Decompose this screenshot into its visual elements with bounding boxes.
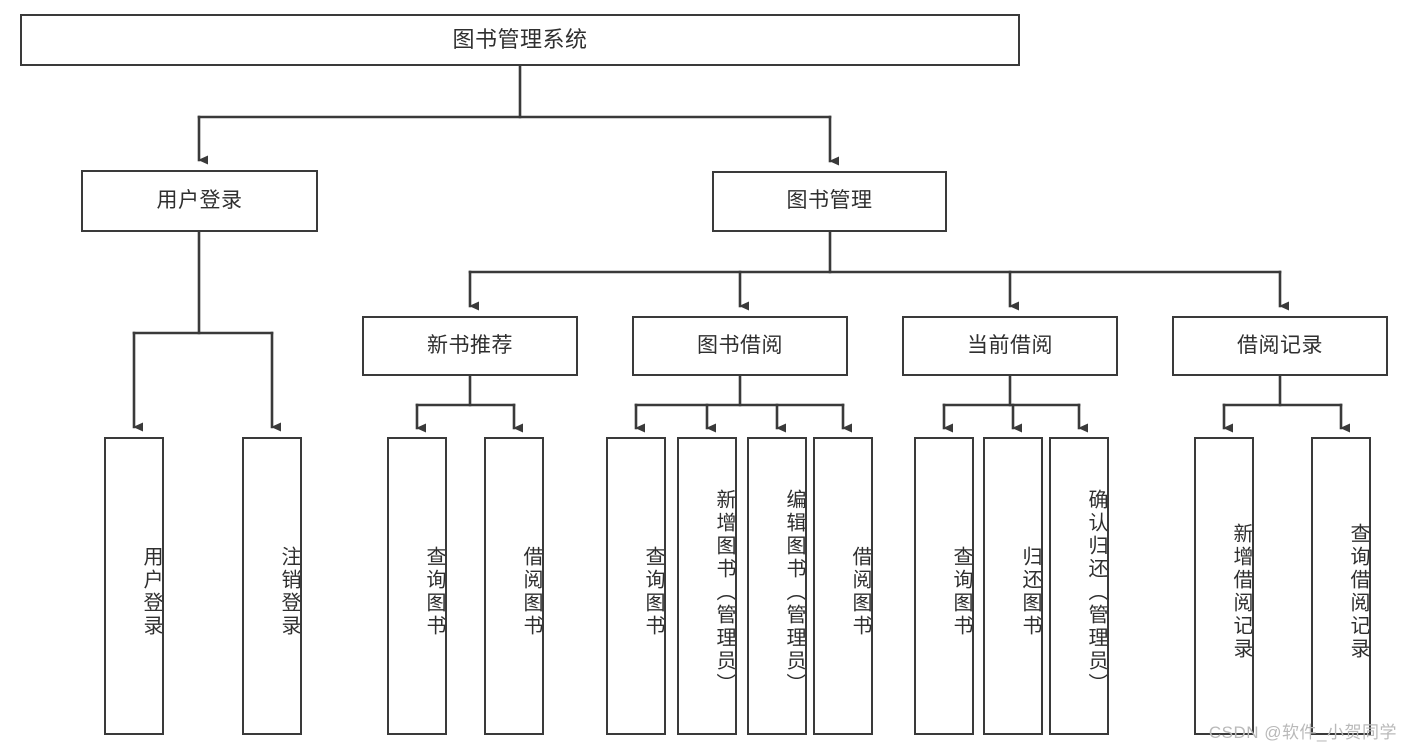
leaf-borrow-record-2[interactable]: 查询借阅记录 xyxy=(1311,437,1371,735)
node-label: 用户登录 xyxy=(140,546,162,638)
node-user-login[interactable]: 用户登录 xyxy=(81,170,318,232)
leaf-current-borrow-3[interactable]: 确认归还（管理员） xyxy=(1049,437,1109,735)
node-label: 新书推荐 xyxy=(427,333,513,357)
leaf-current-borrow-2[interactable]: 归还图书 xyxy=(983,437,1043,735)
leaf-new-book-1[interactable]: 查询图书 xyxy=(387,437,447,735)
leaf-current-borrow-1[interactable]: 查询图书 xyxy=(914,437,974,735)
node-label: 查询图书 xyxy=(423,546,445,638)
leaf-book-borrow-2[interactable]: 新增图书（管理员） xyxy=(677,437,737,735)
csdn-watermark: CSDN @软件_小贺同学 xyxy=(1208,723,1397,742)
node-label: 查询图书 xyxy=(642,546,664,638)
node-label: 注销登录 xyxy=(278,546,300,638)
node-label: 确认归还（管理员） xyxy=(1085,488,1107,696)
node-book-management[interactable]: 图书管理 xyxy=(712,171,947,232)
node-borrow-record[interactable]: 借阅记录 xyxy=(1172,316,1388,376)
leaf-new-book-2[interactable]: 借阅图书 xyxy=(484,437,544,735)
leaf-book-borrow-1[interactable]: 查询图书 xyxy=(606,437,666,735)
leaf-borrow-record-1[interactable]: 新增借阅记录 xyxy=(1194,437,1254,735)
node-new-book-recommend[interactable]: 新书推荐 xyxy=(362,316,578,376)
node-label: 归还图书 xyxy=(1019,546,1041,638)
node-label: 用户登录 xyxy=(156,188,243,212)
node-current-borrow[interactable]: 当前借阅 xyxy=(902,316,1118,376)
node-label: 图书借阅 xyxy=(697,333,783,357)
leaf-book-borrow-3[interactable]: 编辑图书（管理员） xyxy=(747,437,807,735)
node-label: 借阅图书 xyxy=(520,546,542,638)
node-label: 图书管理系统 xyxy=(452,27,588,53)
node-label: 图书管理 xyxy=(786,189,873,213)
node-label: 新增借阅记录 xyxy=(1230,523,1252,661)
node-label: 新增图书（管理员） xyxy=(713,488,735,696)
node-label: 查询图书 xyxy=(950,546,972,638)
node-label: 借阅图书 xyxy=(849,546,871,638)
node-label: 查询借阅记录 xyxy=(1347,523,1369,661)
leaf-book-borrow-4[interactable]: 借阅图书 xyxy=(813,437,873,735)
node-label: 编辑图书（管理员） xyxy=(783,488,805,696)
node-label: 借阅记录 xyxy=(1237,333,1323,357)
leaf-user-login-2[interactable]: 注销登录 xyxy=(242,437,302,735)
leaf-user-login-1[interactable]: 用户登录 xyxy=(104,437,164,735)
node-book-borrow[interactable]: 图书借阅 xyxy=(632,316,848,376)
node-root-system[interactable]: 图书管理系统 xyxy=(20,14,1020,66)
node-label: 当前借阅 xyxy=(967,333,1053,357)
